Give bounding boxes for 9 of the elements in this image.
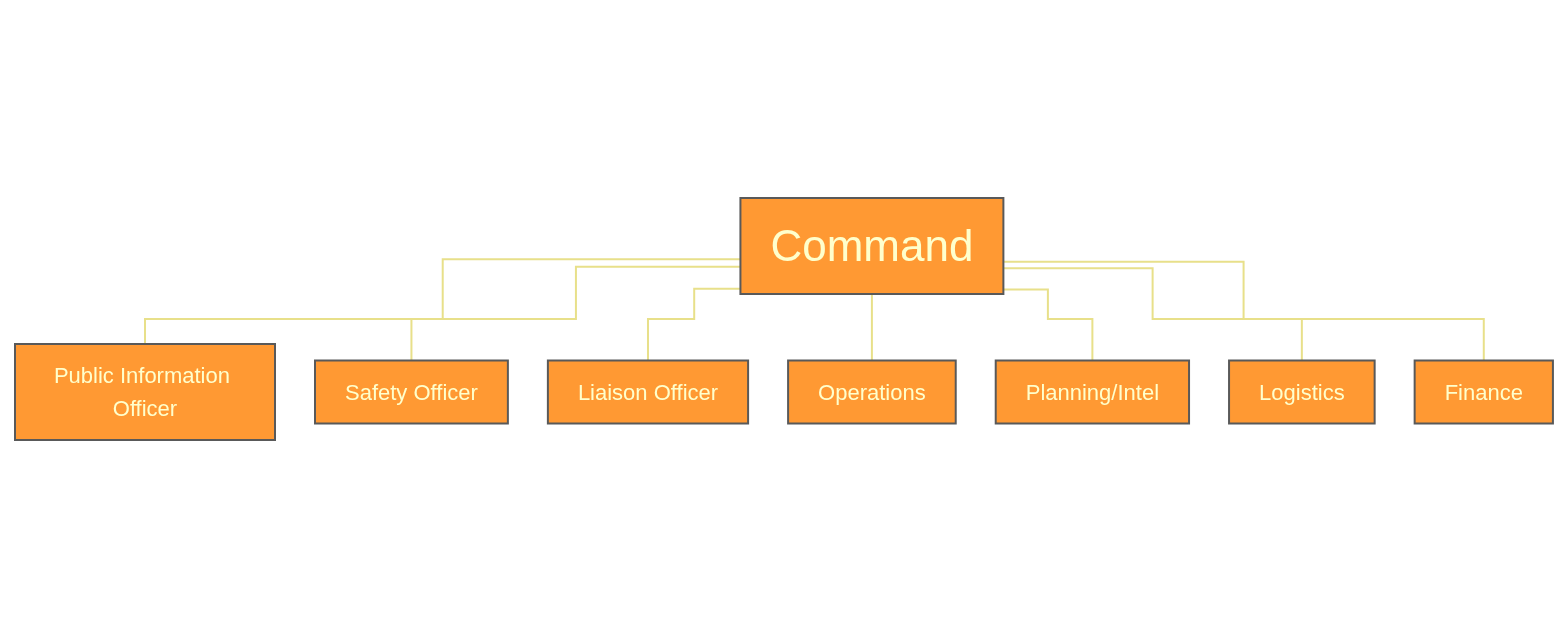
- node-box: Public Information Officer: [14, 343, 277, 441]
- node-box: Operations: [787, 359, 957, 425]
- connector: [870, 293, 873, 362]
- node-box: Logistics: [1228, 359, 1376, 425]
- node-box: Command: [739, 197, 1005, 295]
- node-box: Planning/Intel: [994, 359, 1191, 425]
- node-box: Liaison Officer: [546, 359, 750, 425]
- node-box: Finance: [1413, 359, 1554, 425]
- node-box: Safety Officer: [314, 359, 509, 425]
